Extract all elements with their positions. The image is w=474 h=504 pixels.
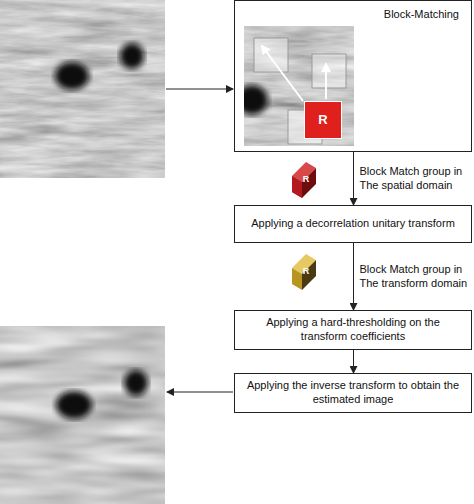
box-title: Block-Matching — [384, 8, 459, 22]
reference-block: R — [304, 101, 342, 139]
output-arrow — [167, 392, 233, 393]
cube-label: R — [299, 174, 313, 185]
block-matching-image — [244, 26, 354, 146]
cube-label: R — [299, 266, 313, 277]
flow-arrow — [353, 350, 354, 373]
process-text: Applying a decorrelation unitary transfo… — [251, 217, 455, 231]
spatial-cube-icon — [292, 162, 316, 198]
flow-arrow — [353, 152, 354, 205]
flow-arrow — [353, 243, 354, 310]
process-text: Applying a hard-thresholding on the tran… — [243, 316, 463, 344]
transform-cube-icon — [292, 254, 316, 290]
block-letter: R — [318, 112, 327, 128]
process-text: Applying the inverse transform to obtain… — [243, 379, 463, 407]
process-box: Applying a decorrelation unitary transfo… — [234, 205, 472, 243]
edge-label: Block Match group in The transform domai… — [360, 262, 474, 291]
output-image — [0, 326, 165, 504]
edge-label: Block Match group in The spatial domain — [360, 164, 474, 193]
process-box: Applying the inverse transform to obtain… — [234, 373, 472, 413]
block-matching-box: Block-MatchingR — [234, 0, 472, 152]
input-image — [0, 0, 165, 178]
input-arrow — [166, 89, 233, 90]
process-box: Applying a hard-thresholding on the tran… — [234, 310, 472, 350]
